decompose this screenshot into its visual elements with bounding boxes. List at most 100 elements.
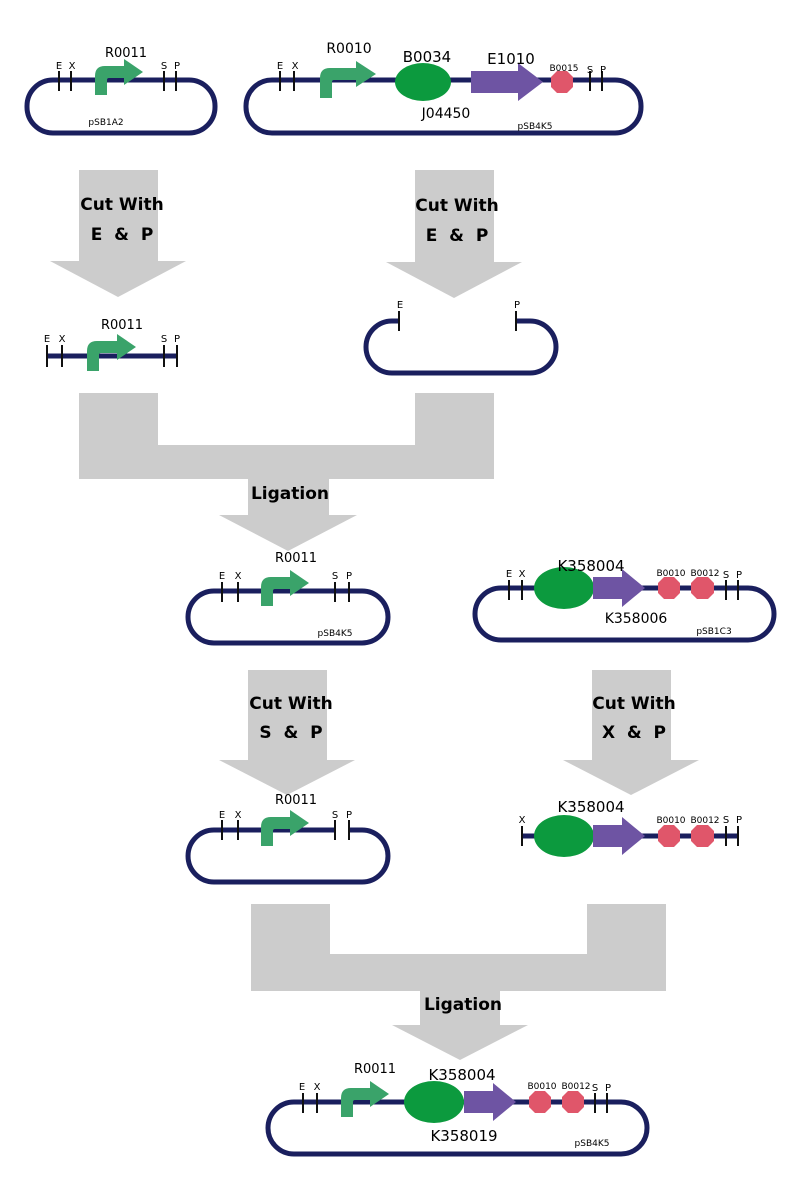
site-label-e: E <box>219 810 225 821</box>
plasmid-label: pSB1C3 <box>696 627 731 637</box>
site-label-e: E <box>277 61 283 72</box>
step-label-cut2-left-enzymes: S & P <box>259 723 322 743</box>
promoter-label: R0011 <box>105 46 147 61</box>
site-label-x: X <box>235 810 242 821</box>
site-label-s: S <box>723 815 729 826</box>
site-label-p: P <box>174 334 180 345</box>
cut-arrow-right-2 <box>563 670 699 795</box>
construct-r0011-psb1a2: E X S P R0011 pSB1A2 <box>24 46 218 136</box>
site-label-e: E <box>397 300 403 311</box>
terminator-label-2: B0012 <box>690 569 719 579</box>
promoter-label: R0011 <box>354 1062 396 1077</box>
terminator-octagon-icon <box>658 577 680 599</box>
promoter-arrow-icon <box>95 59 143 95</box>
coding-label: E1010 <box>487 50 535 68</box>
terminator-octagon-icon <box>658 825 680 847</box>
fragment-backbone-cut: E P <box>363 300 559 376</box>
construct-k358006-psb1c3: E X S P K358004 B0010 B0012 K358006 pSB1… <box>472 557 777 643</box>
construct-r0011-psb4k5: E X S P R0011 pSB4K5 <box>185 551 391 646</box>
step-labels: Cut With E & P Cut With E & P Ligation C… <box>80 195 675 1015</box>
construct-k358019-psb4k5: E X S P R0011 K358004 B0010 B0012 K35801… <box>265 1062 650 1157</box>
terminator-octagon-icon <box>691 825 714 847</box>
terminator-octagon-icon <box>562 1091 584 1113</box>
step-label-cut2-left: Cut With <box>249 694 332 714</box>
backbone-strand <box>185 827 391 885</box>
rbs-oval-icon <box>534 815 594 857</box>
terminator-label-2: B0012 <box>690 816 719 826</box>
coding-arrow-icon <box>593 817 645 855</box>
site-label-e: E <box>219 571 225 582</box>
terminator-label-1: B0010 <box>656 569 685 579</box>
plasmid-label: pSB4K5 <box>518 122 553 132</box>
rbs-oval-icon <box>395 63 451 101</box>
plasmid-label: pSB4K5 <box>318 629 353 639</box>
promoter-label: R0010 <box>326 41 371 57</box>
terminator-octagon-icon <box>551 71 573 93</box>
site-label-p: P <box>605 1083 611 1094</box>
terminator-label-1: B0010 <box>527 1082 556 1092</box>
terminator-label-1: B0010 <box>656 816 685 826</box>
site-label-e: E <box>506 569 512 580</box>
site-label-x: X <box>519 815 526 826</box>
plasmid-backbone <box>185 588 391 646</box>
plasmid-label: pSB4K5 <box>575 1139 610 1149</box>
rbs-oval-icon <box>534 567 594 609</box>
site-label-p: P <box>346 810 352 821</box>
step-label-cut1-right: Cut With <box>415 196 498 216</box>
site-label-p: P <box>736 815 742 826</box>
step-label-ligation-1: Ligation <box>251 484 329 504</box>
site-label-s: S <box>587 65 593 76</box>
site-label-s: S <box>161 334 167 345</box>
cut-arrow-left-1 <box>50 170 186 297</box>
site-label-s: S <box>332 571 338 582</box>
site-label-p: P <box>346 571 352 582</box>
site-label-p: P <box>174 61 180 72</box>
coding-arrow-icon <box>593 569 645 607</box>
site-label-x: X <box>519 569 526 580</box>
site-label-e: E <box>56 61 62 72</box>
construct-r0011-psb4k5-sp-cut: E X S P R0011 <box>185 793 391 885</box>
promoter-arrow-icon <box>341 1081 389 1117</box>
site-label-p: P <box>736 570 742 581</box>
site-label-x: X <box>235 571 242 582</box>
promoter-arrow-icon <box>87 334 136 371</box>
promoter-arrow-icon <box>261 810 309 846</box>
site-label-p: P <box>514 300 520 311</box>
coding-arrow-icon <box>471 63 543 101</box>
composite-part-label: K358004 <box>428 1066 495 1084</box>
cut-arrow-left-2 <box>219 670 355 795</box>
plasmid-backbone <box>24 77 218 136</box>
promoter-label: R0011 <box>275 793 317 808</box>
step-label-cut2-right-enzymes: X & P <box>602 723 666 743</box>
rbs-label: B0034 <box>403 48 451 66</box>
site-label-s: S <box>592 1083 598 1094</box>
site-label-x: X <box>69 61 76 72</box>
site-label-s: S <box>723 570 729 581</box>
step-label-cut2-right: Cut With <box>592 694 675 714</box>
site-label-x: X <box>292 61 299 72</box>
fragment-r0011-cut: E X S P R0011 <box>44 318 180 371</box>
backbone-strand <box>363 318 559 376</box>
terminator-label: B0015 <box>549 64 578 74</box>
step-label-ligation-2: Ligation <box>424 995 502 1015</box>
promoter-arrow-icon <box>261 570 309 606</box>
promoter-label: R0011 <box>101 318 143 333</box>
device-name-label: J04450 <box>421 106 471 122</box>
construct-j04450-psb4k5: E X S P R0010 B0034 E1010 B0015 J04450 p… <box>243 41 644 136</box>
plasmid-label: pSB1A2 <box>88 118 123 128</box>
process-arrows <box>50 170 699 1060</box>
promoter-arrow-icon <box>320 61 376 98</box>
coding-arrow-icon <box>464 1083 516 1121</box>
rbs-oval-icon <box>404 1081 464 1123</box>
step-label-cut1-right-enzymes: E & P <box>426 226 489 246</box>
device-name-label: K358006 <box>605 611 668 627</box>
site-label-x: X <box>314 1082 321 1093</box>
site-label-e: E <box>299 1082 305 1093</box>
ligation-arrow-1 <box>79 393 494 551</box>
cut-arrow-right-1 <box>386 170 522 298</box>
composite-part-label: K358004 <box>557 557 624 575</box>
terminator-octagon-icon <box>529 1091 551 1113</box>
composite-part-label: K358004 <box>557 798 624 816</box>
ligation-arrow-2 <box>251 904 666 1060</box>
